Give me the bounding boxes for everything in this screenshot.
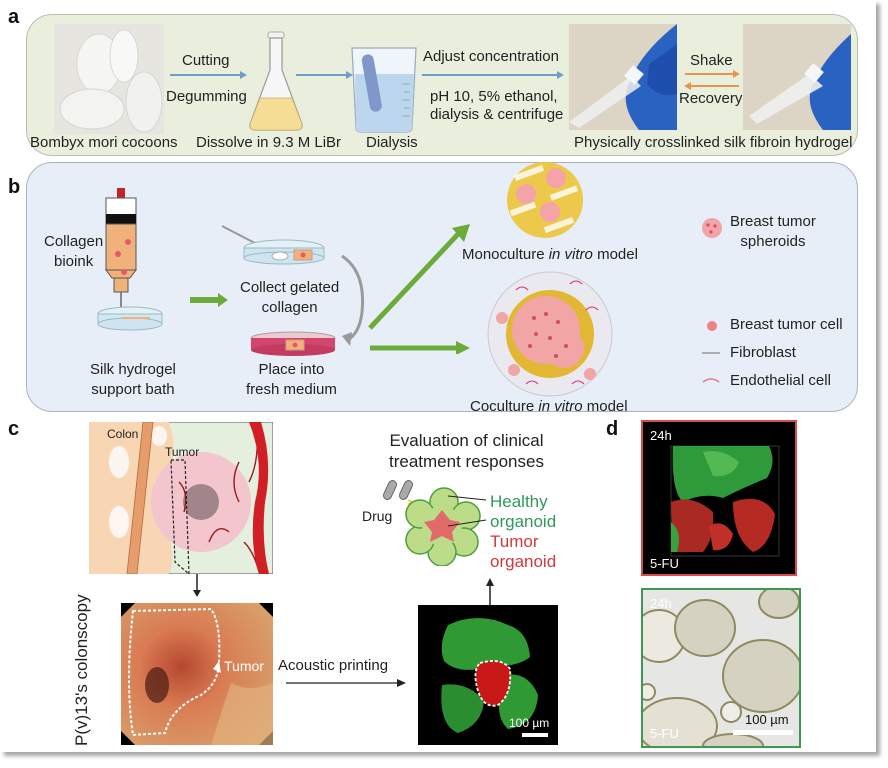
legend-tumor-cell-label: Breast tumor cell xyxy=(730,316,843,333)
place-line1: Place into xyxy=(258,361,325,378)
collagen-line1: Collagen xyxy=(44,233,104,250)
recovery-label: Recovery xyxy=(679,90,743,107)
coculture-label: Coculture in vitro model xyxy=(470,398,628,415)
evaluation-line1: Evaluation of clinical xyxy=(389,431,544,450)
degumming-label: Degumming xyxy=(166,88,247,105)
mono-italic: in vitro xyxy=(548,246,593,263)
healthy-line2: organoid xyxy=(490,512,557,531)
co-italic: in vitro xyxy=(538,398,583,415)
co-pre: Coculture xyxy=(470,398,539,415)
top-time-label: 24h xyxy=(650,428,672,443)
drug-pills-icon xyxy=(382,480,414,507)
bath-line1: Silk hydrogel xyxy=(90,361,176,378)
bath-line2: support bath xyxy=(91,381,175,398)
collect-dish-icon xyxy=(221,225,325,265)
syringe-icon xyxy=(97,188,163,331)
mono-pre: Monoculture xyxy=(462,246,549,263)
organoid-leader-lines xyxy=(448,495,487,527)
spheroid-icon xyxy=(702,218,722,238)
tumor-text: Tumor xyxy=(165,445,199,459)
colonoscopy-photo xyxy=(121,603,273,745)
place-line2: fresh medium xyxy=(246,381,337,398)
drug-label: Drug xyxy=(362,508,393,524)
printed-scale-label: 100 µm xyxy=(509,716,550,730)
green-arrow-to-collect xyxy=(190,293,228,307)
legend-spheroids-line1: Breast tumor xyxy=(730,213,816,230)
legend: Breast tumor spheroids Breast tumor cell… xyxy=(700,210,860,410)
shake-recovery-arrows xyxy=(684,70,740,90)
legend-spheroids-line2: spheroids xyxy=(740,233,806,250)
tumor-org-line2: organoid xyxy=(490,552,557,571)
collect-line2: collagen xyxy=(261,299,318,316)
adjust-concentration-label: Adjust concentration xyxy=(423,48,559,65)
tumor-organoid-label: Tumor organoid xyxy=(490,532,556,572)
bottom-treatment-label: 5-FU xyxy=(650,726,679,741)
down-arrow xyxy=(193,574,201,597)
grey-curved-arrow xyxy=(341,254,365,346)
legend-spheroids-label: Breast tumor spheroids xyxy=(730,212,816,252)
dialysis-label: Dialysis xyxy=(366,134,418,151)
up-arrow xyxy=(486,578,494,606)
acoustic-printing-label: Acoustic printing xyxy=(278,657,389,674)
shake-label: Shake xyxy=(690,52,733,69)
cutting-label: Cutting xyxy=(182,52,230,69)
mono-post: model xyxy=(592,246,638,263)
legend-endothelial-label: Endothelial cell xyxy=(730,372,831,389)
legend-fibroblast-label: Fibroblast xyxy=(730,344,796,361)
conditions-line2: dialysis & centrifuge xyxy=(430,106,564,123)
support-bath-label: Silk hydrogel support bath xyxy=(90,360,176,400)
cocoons-label: Bombyx mori cocoons xyxy=(30,134,178,151)
endothelial-cell-icon xyxy=(702,378,720,383)
co-post: model xyxy=(582,398,628,415)
panel-b xyxy=(26,162,858,412)
colon-text: Colon xyxy=(107,427,138,441)
bottom-time-label: 24h xyxy=(650,596,672,611)
colon-tumor-illustration: Colon Tumor xyxy=(89,422,273,574)
panel-c-letter: c xyxy=(8,418,20,440)
collect-line1: Collect gelated xyxy=(240,279,340,296)
colonoscopy-label: P(v)13's colonscopy xyxy=(72,594,91,746)
brightfield-5fu-image xyxy=(641,588,801,748)
organoid-icon xyxy=(405,487,481,566)
cutting-arrow xyxy=(170,71,247,79)
figure-frame: a Bombyx mori cocoons Cutting Degumming … xyxy=(8,6,860,748)
tumor-cell-icon xyxy=(707,321,717,331)
evaluation-line2: treatment responses xyxy=(389,452,544,471)
top-treatment-label: 5-FU xyxy=(650,556,679,571)
healthy-line1: Healthy xyxy=(490,492,548,511)
tumor-org-line1: Tumor xyxy=(490,532,539,551)
conditions-line1: pH 10, 5% ethanol, xyxy=(430,88,558,105)
acoustic-printing-arrow xyxy=(286,679,406,687)
collagen-line2: bioink xyxy=(54,253,94,270)
fibroblast-icon xyxy=(702,352,720,354)
medium-dish-icon xyxy=(250,331,336,356)
monoculture-model-icon xyxy=(507,162,583,238)
collagen-bioink-label: Collagen bioink xyxy=(44,232,103,272)
monoculture-label: Monoculture in vitro model xyxy=(462,246,638,263)
place-label: Place into fresh medium xyxy=(246,360,337,400)
hydrogel-photo-before xyxy=(569,24,677,130)
hydrogel-photo-after xyxy=(743,24,851,130)
fluorescence-5fu-image xyxy=(641,420,797,576)
collect-label: Collect gelated collagen xyxy=(240,278,339,318)
beaker-icon xyxy=(351,47,417,133)
printed-organoid-image xyxy=(418,605,558,745)
panel-a-letter: a xyxy=(8,6,20,28)
hydrogel-label: Physically crosslinked silk fibroin hydr… xyxy=(574,134,853,151)
evaluation-title: Evaluation of clinical treatment respons… xyxy=(389,430,544,472)
adjust-arrow xyxy=(422,71,564,79)
dissolve-label: Dissolve in 9.3 M LiBr xyxy=(196,134,342,151)
bottom-scale-label: 100 µm xyxy=(745,712,789,727)
flask-icon xyxy=(249,31,303,131)
tumor-photo-label: Tumor xyxy=(224,658,264,674)
panel-b-letter: b xyxy=(8,176,21,198)
dissolve-to-dialysis-arrow xyxy=(296,71,353,79)
panel-d-letter: d xyxy=(606,418,619,440)
cocoons-photo xyxy=(54,24,164,134)
coculture-model-icon xyxy=(487,271,613,397)
healthy-organoid-label: Healthy organoid xyxy=(490,492,556,532)
green-arrows-to-models xyxy=(368,224,470,354)
